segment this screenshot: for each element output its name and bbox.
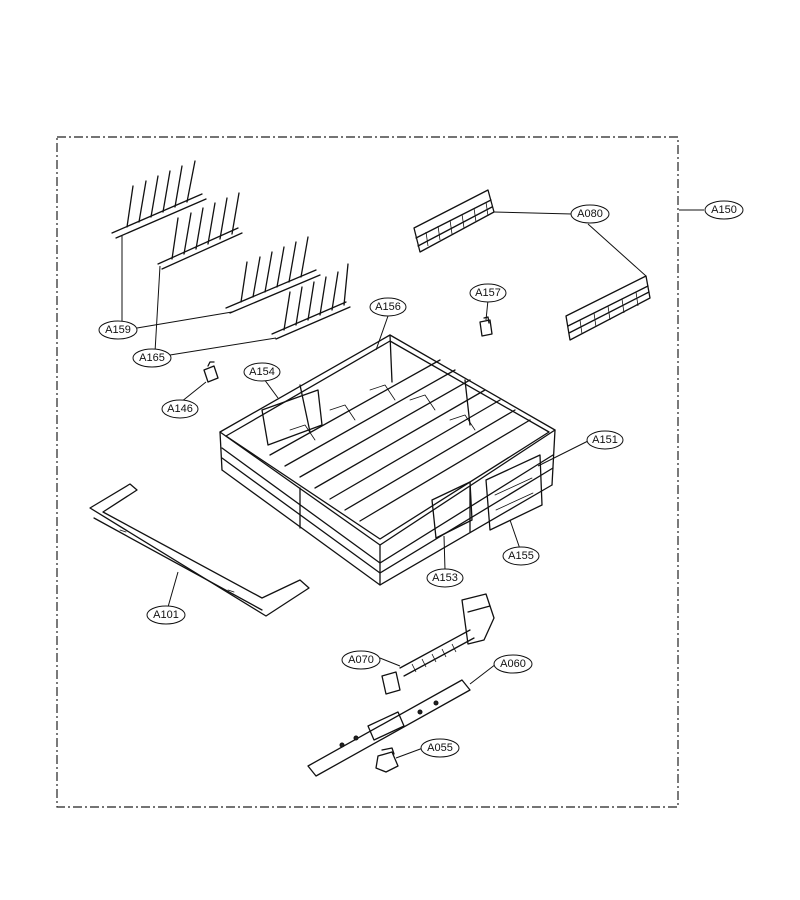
callout-A070: A070 xyxy=(341,650,381,670)
svg-text:A153: A153 xyxy=(432,572,458,584)
svg-text:A101: A101 xyxy=(153,609,179,621)
assembly-frame xyxy=(56,136,679,808)
svg-text:A154: A154 xyxy=(249,366,275,378)
tine-racks-drawing xyxy=(111,160,351,340)
svg-text:A157: A157 xyxy=(475,287,501,299)
svg-text:A055: A055 xyxy=(427,742,453,754)
callout-A165: A165 xyxy=(132,348,172,368)
callout-A156: A156 xyxy=(369,297,407,317)
callout-A060: A060 xyxy=(493,654,533,674)
svg-text:A150: A150 xyxy=(711,204,737,216)
callout-A080: A080 xyxy=(570,204,610,224)
svg-text:A070: A070 xyxy=(348,654,374,666)
callout-A146: A146 xyxy=(161,399,199,419)
svg-text:A080: A080 xyxy=(577,208,603,220)
clip-drawing xyxy=(479,316,493,337)
svg-text:A156: A156 xyxy=(375,301,401,313)
callout-A157: A157 xyxy=(469,283,507,303)
spray-arm-drawing xyxy=(307,679,471,777)
leader-lines xyxy=(121,209,704,759)
svg-text:A151: A151 xyxy=(592,434,618,446)
callout-A154: A154 xyxy=(243,362,281,382)
svg-text:A159: A159 xyxy=(105,324,131,336)
svg-text:A146: A146 xyxy=(167,403,193,415)
svg-text:A165: A165 xyxy=(139,352,165,364)
upper-basket-drawing xyxy=(219,334,556,586)
callout-A055: A055 xyxy=(420,738,460,758)
callout-A153: A153 xyxy=(426,568,464,588)
svg-text:A155: A155 xyxy=(508,550,534,562)
stopper-drawing xyxy=(203,361,219,383)
callout-A155: A155 xyxy=(502,546,540,566)
callout-A159: A159 xyxy=(98,320,138,340)
nut-drawing xyxy=(375,747,399,773)
callout-A150: A150 xyxy=(704,200,744,220)
callout-A101: A101 xyxy=(146,605,186,625)
handle-drawing xyxy=(89,483,310,617)
callout-A151: A151 xyxy=(586,430,624,450)
feed-assembly-drawing xyxy=(381,593,495,695)
svg-text:A060: A060 xyxy=(500,658,526,670)
